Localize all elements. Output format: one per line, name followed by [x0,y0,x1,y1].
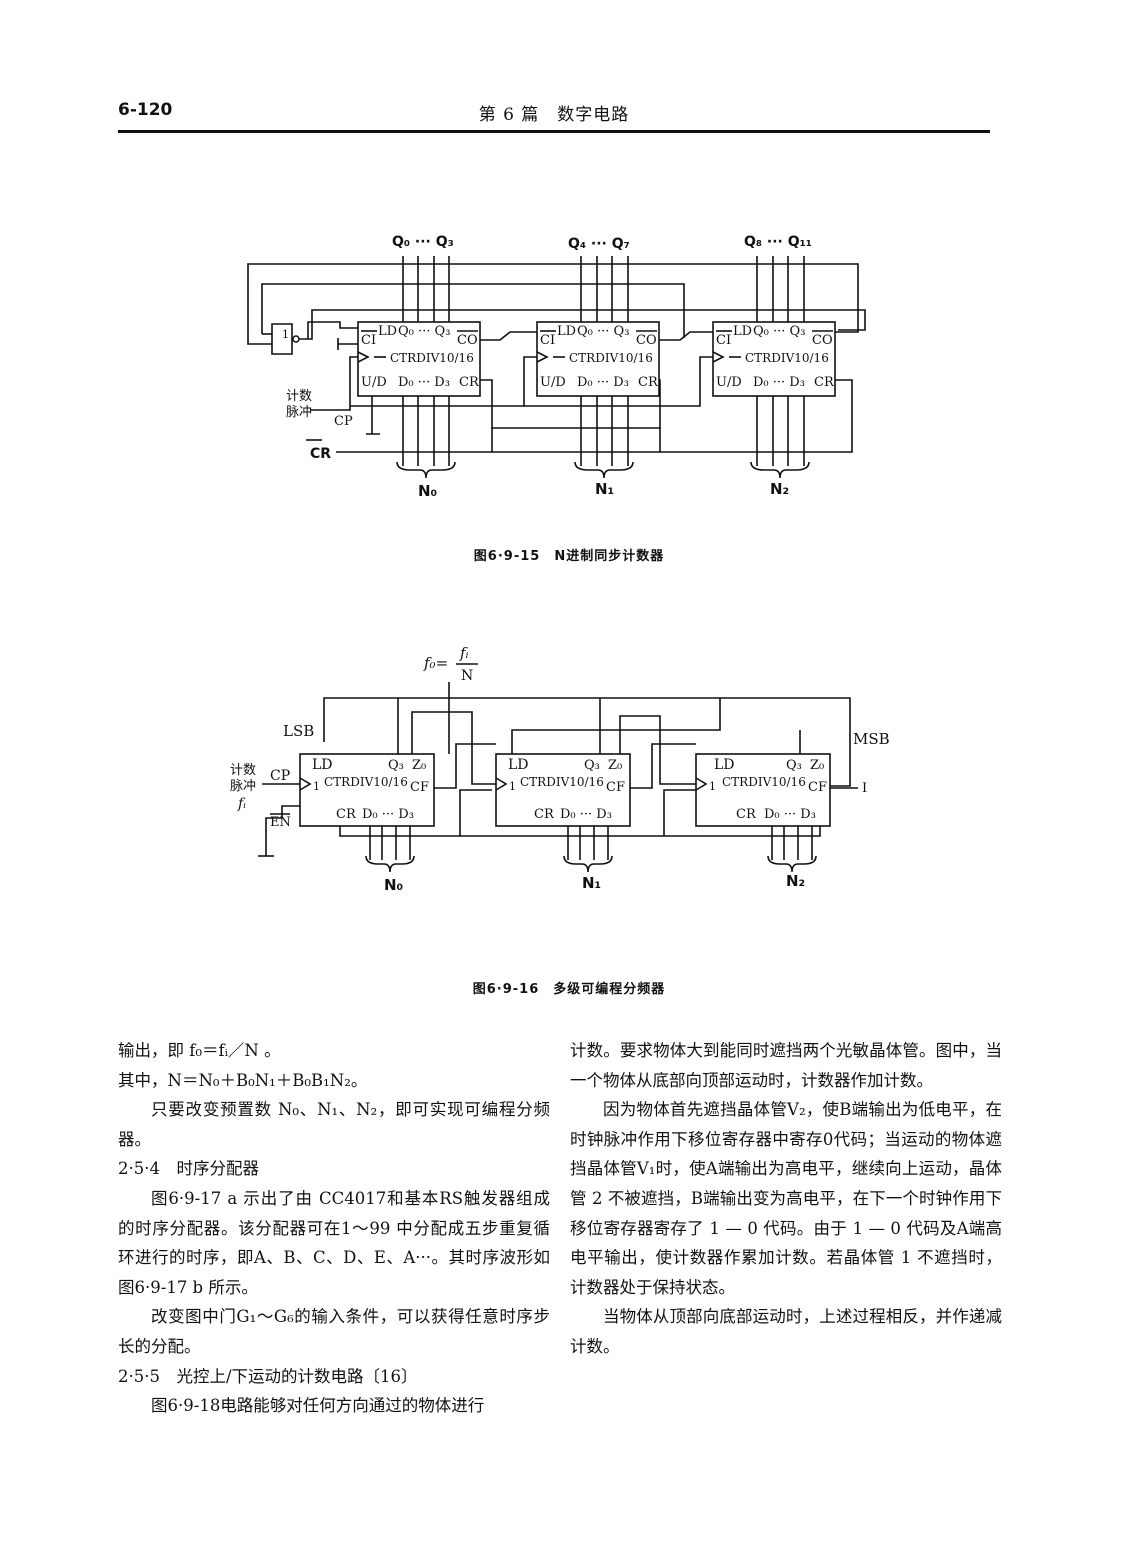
div-count-pulse-1: 计数 [230,763,256,778]
left-para-preset: 只要改变预置数 N₀、N₁、N₂，即可实现可编程分频器。 [118,1100,550,1149]
preset-n1: N₁ [595,480,614,498]
cr-input-label: CR [310,446,331,462]
div3-ld: LD [714,757,735,773]
lsb-label: LSB [283,722,314,740]
right-column: 计数。要求物体大到能同时遮挡两个光敏晶体管。图中，当一个物体从底部向顶部运动时，… [570,1036,1002,1362]
outputs-q8-q11: Q₈ ··· Q₁₁ [744,234,812,250]
chip2-ld: LD [557,324,576,339]
div2-gate: 1 [509,780,516,793]
chip1-d-in: D₀ ··· D₃ [398,375,450,390]
chip2-cr: CR [638,375,659,390]
div1-name: CTRDIV10/16 [324,775,408,789]
div2-cf: CF [606,780,625,795]
div-cp-label: CP [270,768,290,784]
left-line-output: 输出，即 f₀＝fᵢ／N 。 [118,1041,281,1060]
section-2-5-5-heading: 2·5·5 光控上/下运动的计数电路〔16〕 [118,1366,418,1386]
left-line-where: 其中，N＝N₀＋B₀N₁＋B₀B₁N₂。 [118,1070,368,1090]
div3-cf: CF [808,780,827,795]
div-preset-n1: N₁ [582,874,601,892]
nor-gate [271,323,293,355]
outputs-q4-q7: Q₄ ··· Q₇ [568,236,630,252]
div3-q3: Q₃ [786,758,802,773]
chip1-ci: CI [361,333,376,348]
chip1-co: CO [457,333,478,348]
chip1-cr: CR [459,375,480,390]
div-preset-n2: N₂ [786,872,805,890]
running-title: 第 6 篇 数字电路 [478,105,630,125]
div1-d-in: D₀ ··· D₃ [362,807,414,822]
div1-q3: Q₃ [388,758,404,773]
div3-cr: CR [736,807,757,822]
div-input-freq: fᵢ [237,796,246,812]
cp-label: CP [334,414,353,429]
formula-num: fᵢ [459,644,469,662]
div-preset-n0: N₀ [384,876,403,894]
chip3-ud: U/D [716,375,742,390]
chip2-co: CO [636,333,657,348]
msb-label: MSB [853,730,890,748]
div3-d-in: D₀ ··· D₃ [764,807,816,822]
chip2-name: CTRDIV10/16 [569,351,653,365]
gate-label: 1 [282,328,289,341]
preset-n0: N₀ [418,482,437,500]
page-header: 6-120 第 6 篇 数字电路 [118,96,990,133]
div2-d-in: D₀ ··· D₃ [560,807,612,822]
count-pulse-label-2: 脉冲 [286,405,312,420]
right-para-count: 计数。要求物体大到能同时遮挡两个光敏晶体管。图中，当一个物体从底部向顶部运动时，… [570,1041,1002,1090]
counter-chip-2 [536,321,660,397]
chip2-q-out: Q₀ ··· Q₃ [577,324,629,339]
div1-ld: LD [312,757,333,773]
count-pulse-label-1: 计数 [286,389,312,404]
left-para-gates: 改变图中门G₁～G₆的输入条件，可以获得任意时序步长的分配。 [118,1307,550,1356]
outputs-q0-q3: Q₀ ··· Q₃ [392,234,454,250]
div-output-label: I [862,781,867,796]
chip2-ci: CI [540,333,555,348]
header-rule [118,130,990,133]
chip3-d-in: D₀ ··· D₃ [753,375,805,390]
div1-gate: 1 [313,780,320,793]
div3-name: CTRDIV10/16 [722,775,806,789]
chip2-ud: U/D [540,375,566,390]
preset-n2: N₂ [770,480,789,498]
page-number: 6-120 [118,100,173,120]
chip3-cr: CR [814,375,835,390]
div2-ld: LD [508,757,529,773]
chip1-name: CTRDIV10/16 [390,351,474,365]
left-para-distributor: 图6·9-17 a 示出了由 CC4017和基本RS触发器组成的时序分配器。该分… [118,1188,550,1297]
figure-6-9-16-circuit: f₀= fᵢ N LSB MSB LD Q₃ Z₀ 1 CTRDIV10/16 … [230,644,890,894]
div2-name: CTRDIV10/16 [520,775,604,789]
chip3-name: CTRDIV10/16 [745,351,829,365]
figure-6-9-16-caption: 图6·9-16 多级可编程分频器 [472,982,666,997]
chip1-ud: U/D [361,375,387,390]
counter-chip-1 [357,321,481,397]
div2-q3: Q₃ [584,758,600,773]
section-2-5-4-heading: 2·5·4 时序分配器 [118,1159,259,1179]
chip1-ld: LD [378,324,397,339]
div3-gate: 1 [709,780,716,793]
left-para-fig18: 图6·9-18电路能够对任何方向通过的物体进行 [151,1396,485,1416]
chip1-q-out: Q₀ ··· Q₃ [398,324,450,339]
formula-den: N [461,668,473,684]
figure-6-9-15-circuit: CI LD Q₀ ··· Q₃ CO CTRDIV10/16 U/D D₀ ··… [247,234,866,500]
div1-cf: CF [410,780,429,795]
figure-6-9-15-caption: 图6·9-15 N进制同步计数器 [473,549,665,564]
div3-z0: Z₀ [810,758,824,773]
div1-cr: CR [336,807,357,822]
formula-lhs: f₀= [423,654,448,672]
div2-z0: Z₀ [608,758,622,773]
chip3-co: CO [812,333,833,348]
div1-z0: Z₀ [412,758,426,773]
div-count-pulse-2: 脉冲 [230,779,256,794]
counter-chip-3 [712,321,836,397]
right-para-transistor: 因为物体首先遮挡晶体管V₂，使B端输出为低电平，在时钟脉冲作用下移位寄存器中寄存… [570,1100,1002,1297]
div2-cr: CR [534,807,555,822]
left-column: 输出，即 f₀＝fᵢ／N 。 其中，N＝N₀＋B₀N₁＋B₀B₁N₂。 只要改变… [118,1036,550,1421]
chip2-d-in: D₀ ··· D₃ [577,375,629,390]
chip3-q-out: Q₀ ··· Q₃ [753,324,805,339]
right-para-reverse: 当物体从顶部向底部运动时，上述过程相反，并作递减计数。 [570,1307,1002,1356]
chip3-ld: LD [733,324,752,339]
chip3-ci: CI [716,333,731,348]
